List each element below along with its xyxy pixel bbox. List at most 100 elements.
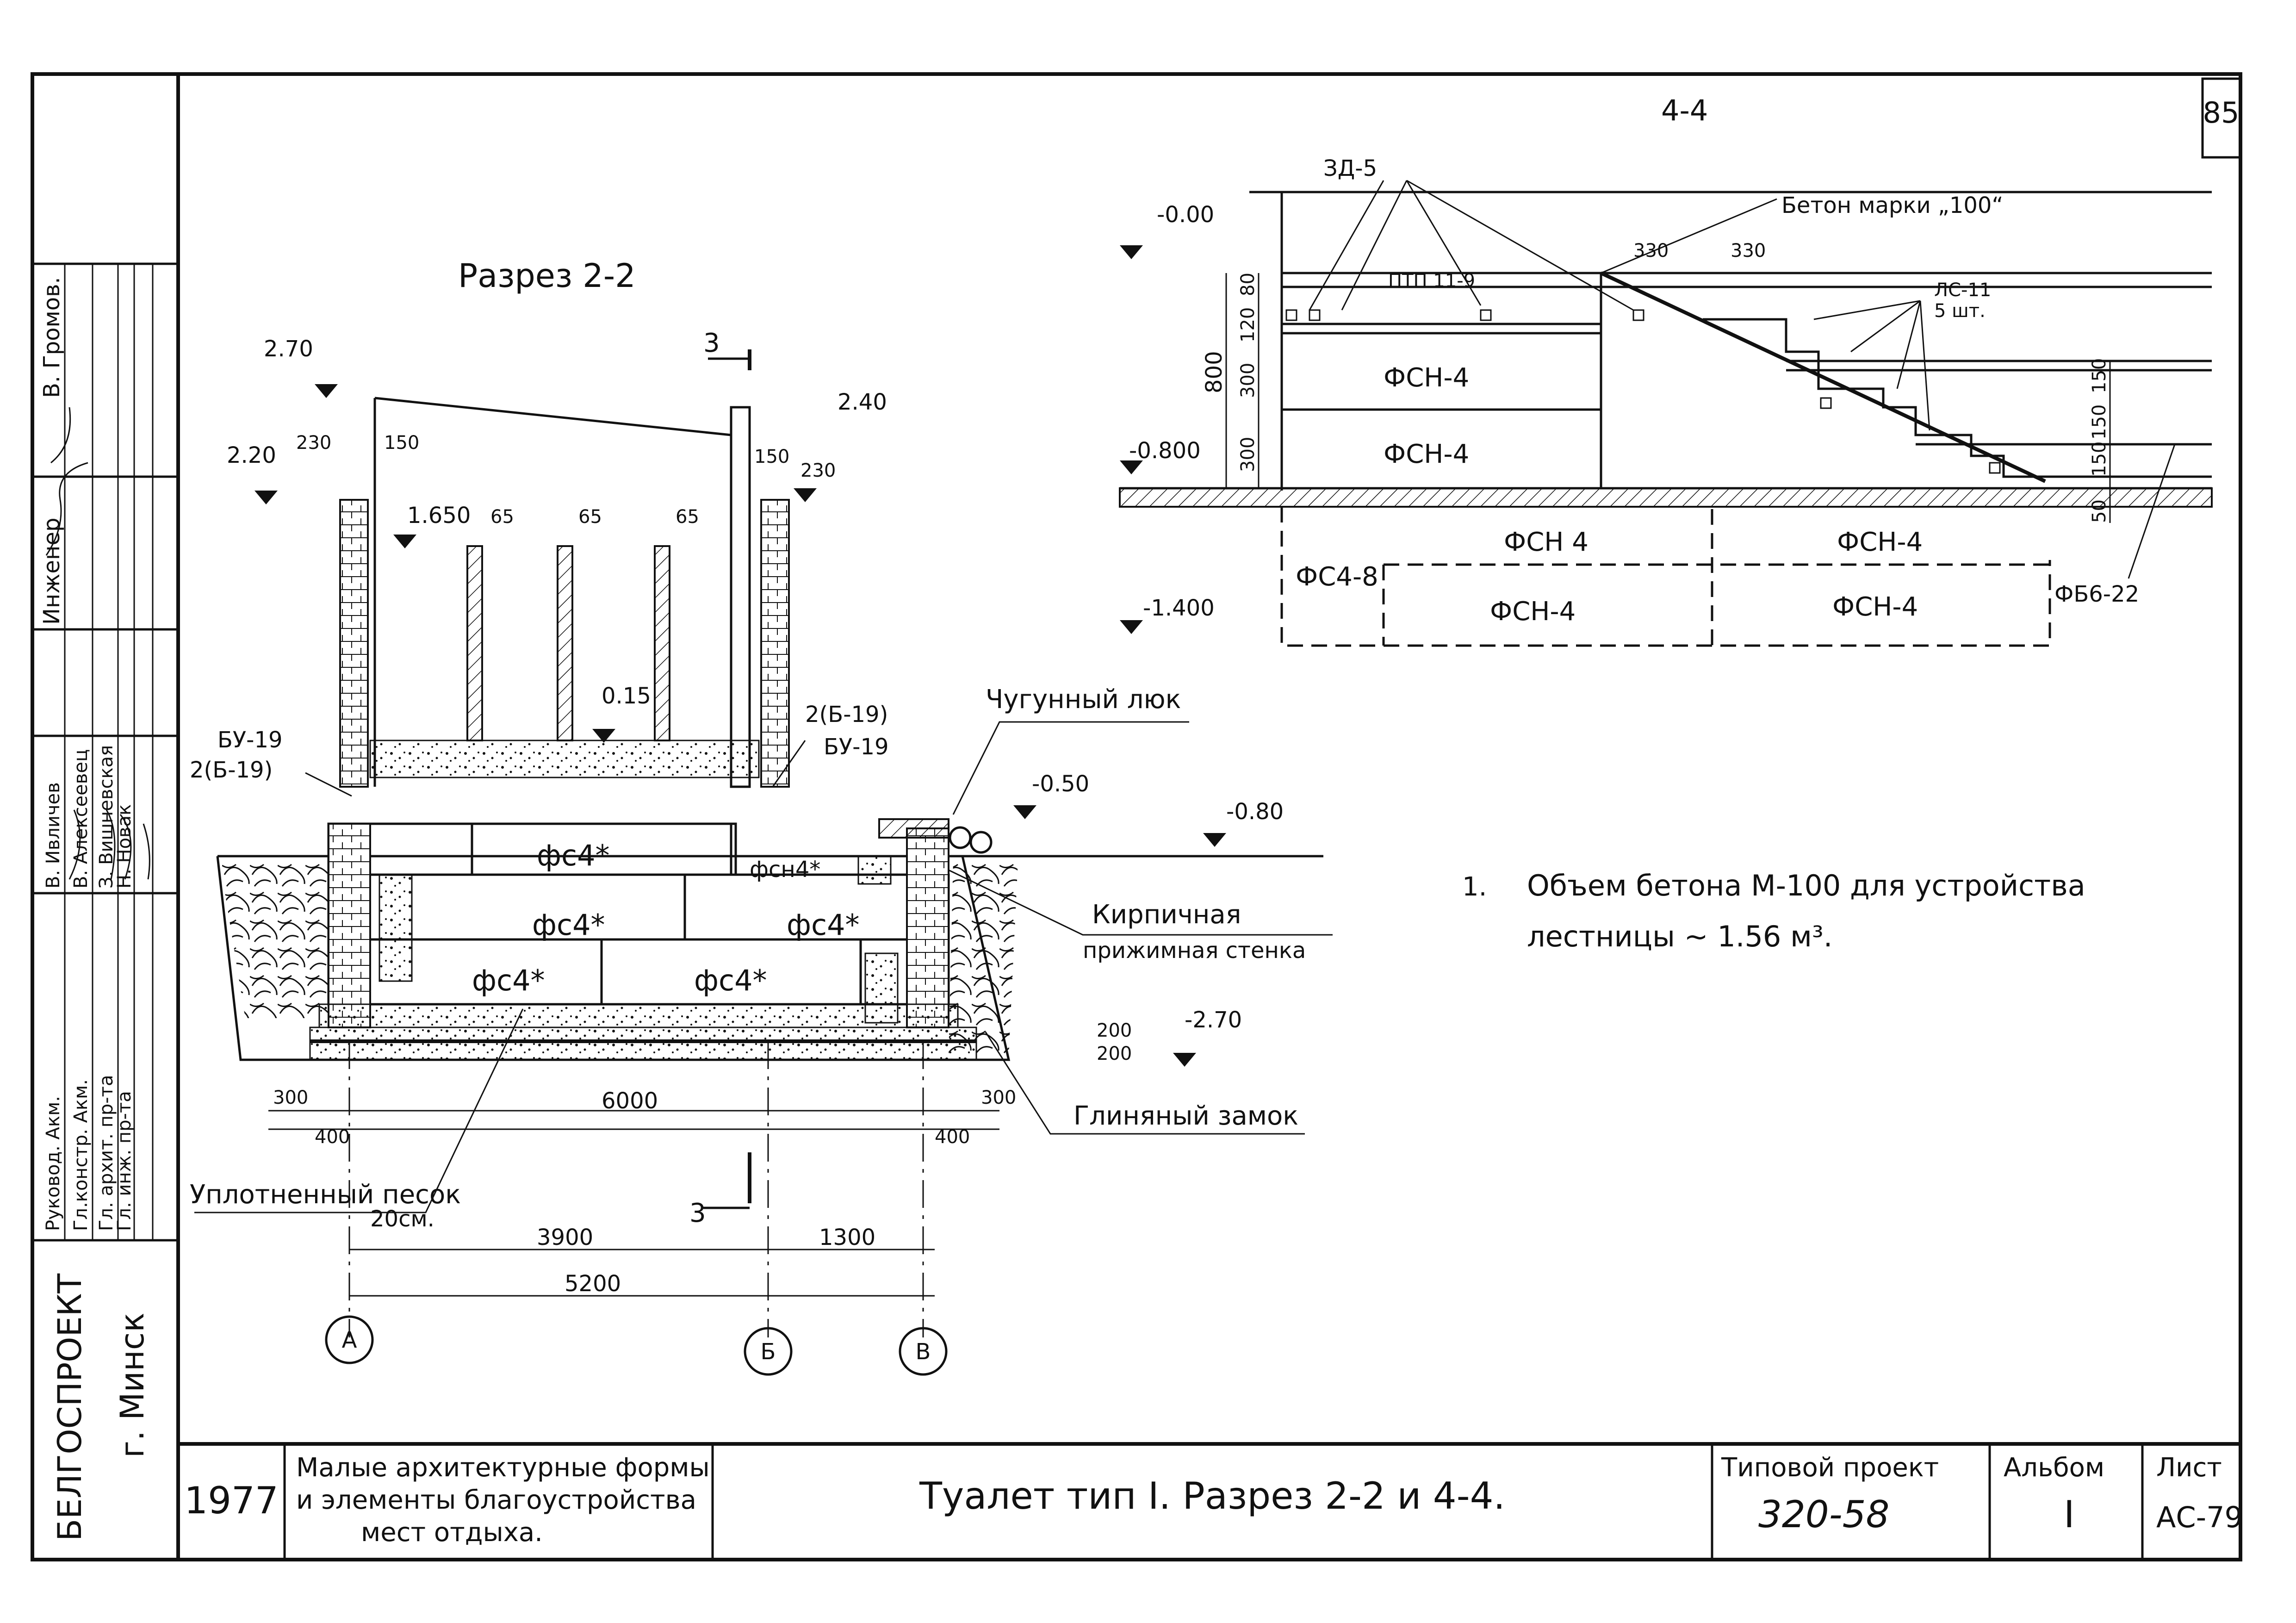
section-44-title: 4-4 [1661,93,1708,127]
axis-label-a: А [342,1327,357,1353]
org-name: БЕЛГОСПРОЕКТ [51,1274,89,1541]
signature-scribble [45,407,150,880]
axis-marker-a [325,1315,374,1364]
subject-line-1: Малые архитектурные формы [296,1453,710,1483]
dim-300-left: 300 [273,1087,308,1108]
block-5: фс4* [472,964,545,997]
level-1650: 1.650 [407,503,471,529]
dim-230-right: 230 [800,460,836,481]
label-fsn4-a: ФСН-4 [1384,363,1469,393]
level-0800: -0.800 [1129,438,1201,464]
dim-150-c: 150 [2089,442,2110,477]
section-44-drawing [1119,180,2213,647]
level-240: 2.40 [838,389,887,415]
role-1: Руковод. Акм. [43,1096,64,1231]
dim-800: 800 [1201,351,1227,393]
callout-clay-lock: Глиняный замок [1074,1101,1298,1131]
left-label-b19: 2(Б-19) [190,757,273,783]
axis-marker-v [899,1327,948,1376]
role-2: Гл.констр. Акм. [70,1079,92,1231]
sheet-frame [31,72,2242,1561]
project-label: Типовой проект [1721,1453,1939,1483]
label-fsn4-e: ФСН-4 [1490,597,1576,627]
sheet-title: Туалет тип I. Разрез 2-2 и 4-4. [919,1474,1505,1517]
project-value: 320-58 [1758,1493,1889,1536]
right-label-bu19: БУ-19 [824,734,889,760]
dim-300-b: 300 [1237,437,1259,472]
level-220: 2.20 [227,442,276,468]
level-015: 0.15 [602,683,651,709]
list-label: Лист [2156,1453,2222,1483]
axis-label-b: Б [761,1339,776,1365]
block-3: фс4* [532,908,605,942]
note-number: 1. [1462,872,1487,902]
block-6: фс4* [694,964,767,997]
level-000: -0.00 [1157,202,1214,228]
signature-strip [32,262,178,1242]
org-city: г. Минск [113,1312,151,1458]
label-fsn4-c: ФСН 4 [1504,527,1589,557]
dim-300-a: 300 [1237,363,1259,398]
dim-230-left: 230 [296,432,331,454]
dim-200-b: 200 [1097,1043,1132,1064]
subject-line-2: и элементы благоустройства [296,1485,696,1515]
role-4: Гл. инж. пр-та [114,1091,135,1231]
dim-120: 120 [1237,307,1259,342]
level-050: -0.50 [1032,771,1089,797]
section-22-drawing [194,349,1333,1337]
level-270: 2.70 [264,336,313,362]
label-5pcs: 5 шт. [1934,300,1986,322]
dim-150-left: 150 [384,432,419,454]
right-label-b19: 2(Б-19) [805,702,888,728]
dim-1300: 1300 [819,1225,875,1250]
label-ls11: ЛС-11 [1934,280,1991,301]
dim-400-left: 400 [315,1126,350,1148]
dim-330-b: 330 [1731,240,1766,261]
dim-150-right: 150 [754,446,789,467]
level-1400: -1.400 [1143,595,1215,621]
title-block [178,1442,2240,1560]
engineer-name: В. Громов. [39,277,65,398]
label-fsn4-f: ФСН-4 [1832,592,1918,622]
dim-65-b: 65 [578,506,602,528]
dim-300-right: 300 [981,1087,1016,1108]
cut-mark-top: 3 [703,328,720,358]
label-fb622: ФБ6-22 [2054,581,2139,607]
dim-6000: 6000 [602,1088,658,1114]
axis-label-v: В [916,1339,931,1365]
sheet-number-box [2201,77,2242,159]
dim-65-a: 65 [490,506,514,528]
level-270-bottom: -2.70 [1185,1007,1242,1033]
name-2: В. Алексеевец [70,749,92,889]
dim-5200: 5200 [565,1271,621,1297]
name-1: В. Ивличев [43,782,64,889]
block-4: фс4* [787,908,860,942]
sheet-number: 85 [2203,96,2240,130]
axis-markers [325,1315,948,1376]
callout-sand: Уплотненный песок [190,1180,461,1210]
dim-330-a: 330 [1633,240,1669,261]
dim-150-b: 150 [2089,404,2110,440]
dim-3900: 3900 [537,1225,593,1250]
level-080: -0.80 [1226,799,1284,825]
dim-200-a: 200 [1097,1020,1132,1041]
album-value: I [2064,1493,2075,1536]
callout-brick-wall-1: Кирпичная [1092,900,1241,930]
left-label-bu19: БУ-19 [217,727,283,753]
engineer-label: Инженер [39,518,65,625]
callout-manhole: Чугунный люк [986,684,1181,715]
name-4: Н. Новак [114,804,135,889]
dim-400-right: 400 [935,1126,970,1148]
label-fsn4-d: ФСН-4 [1837,527,1923,557]
note-line-2: лестницы ~ 1.56 м³. [1527,920,1832,953]
axis-marker-b [744,1327,793,1376]
dim-150-a: 150 [2089,358,2110,393]
cut-mark-bottom: 3 [689,1198,706,1228]
album-label: Альбом [2004,1453,2104,1483]
list-value: АС-79 [2156,1500,2243,1534]
callout-sand-thickness: 20см. [370,1206,434,1232]
dim-65-c: 65 [676,506,699,528]
dim-80: 80 [1237,273,1259,296]
callout-brick-wall-2: прижимная стенка [1083,938,1306,964]
